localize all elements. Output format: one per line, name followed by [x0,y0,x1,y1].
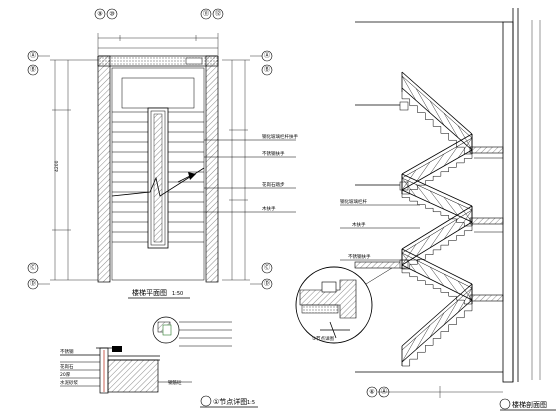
detail1-scale: 1:5 [247,400,255,406]
drawing-line [401,205,473,250]
drawing-line [401,71,473,135]
grid-bubble-top-4: ⑫ [215,10,221,18]
drawing-line [415,235,431,257]
drawing-line [415,184,431,203]
drawing-line [443,197,459,216]
drawing-line [429,266,445,287]
section-note-2: 木扶手 [352,221,366,228]
drawing-line [401,137,473,179]
drawing-line [401,299,473,363]
drawing-line [443,218,459,240]
plan-title: 楼梯平面图 [132,288,167,297]
drawing-line [401,283,473,347]
drawing-line [457,209,473,231]
stair-section: 钢化玻璃栏杆 木扶手 不锈钢扶手 ⑥ Ⓐ 楼梯剖面图 [340,8,556,411]
plan-walls [97,55,219,283]
grid-bubble-right-3: Ⓒ [264,264,270,272]
drawing-line [415,161,431,183]
detail1-note-4: 水泥砂浆 [60,379,78,386]
drawing-line [401,244,417,266]
detail1-note-1: 不锈钢 [60,348,74,355]
drawing-line [401,248,473,285]
node-detail-2: ②节点详图 [295,266,393,344]
grid-bubble-right-4: Ⓓ [264,280,270,288]
plan-note-3: 花岗石踏步 [262,181,285,188]
section-stair-flights [401,71,473,367]
plan-grid-bubbles: ⑨ ⑩ ⑪ ⑫ Ⓐ Ⓑ Ⓒ Ⓓ Ⓐ Ⓑ Ⓒ Ⓓ [27,8,273,290]
drawing-line [401,75,417,101]
drawing-line [401,252,473,289]
grid-bubble-right-2: Ⓑ [264,66,270,74]
grid-bubble-right-1: Ⓐ [264,52,270,60]
drawing-line [443,145,459,167]
drawing-line [443,273,459,294]
section-grid-bubble-1: ⑥ [369,389,374,396]
section-annotations: 钢化玻璃栏杆 木扶手 不锈钢扶手 [340,157,503,261]
grid-bubble-left-4: Ⓓ [30,280,36,288]
plan-annotations: 钢化玻璃栏杆扶手 不锈钢扶手 花岗石踏步 木扶手 [204,133,298,213]
drawing-line [443,113,459,138]
drawing-line [401,252,417,273]
detail1-note-3: 20厚 [60,372,71,378]
drawing-line [401,149,473,191]
drawing-line [401,209,473,254]
drawing-line [443,300,459,325]
plan-note-1: 钢化玻璃栏杆扶手 [262,133,298,140]
drawing-line [401,189,473,223]
plan-note-4: 木扶手 [262,205,276,212]
grid-bubble-left-3: Ⓒ [30,264,36,272]
drawing-line [401,287,473,351]
drawing-line [415,325,431,350]
plan-dimensions: 4200 [50,33,250,281]
drawing-line [401,87,473,151]
drawing-line [401,177,473,211]
drawing-line [401,169,417,191]
detail1-note-2: 花岗石 [60,363,74,370]
drawing-line [415,88,431,113]
drawing-line [401,177,417,197]
drawing-line [401,337,417,363]
grid-bubble-top-3: ⑪ [203,10,209,18]
section-title: 楼梯剖面图 [512,400,547,409]
stair-plan: 4200 ⑨ ⑩ ⑪ ⑫ Ⓐ Ⓑ Ⓒ Ⓓ Ⓐ Ⓑ Ⓒ Ⓓ [27,8,298,299]
plan-scale: 1:50 [172,291,183,297]
grid-bubble-left-1: Ⓐ [30,52,36,60]
drawing-line [401,173,473,207]
section-note-3: 不锈钢扶手 [348,253,371,260]
node-detail-1: 不锈钢 花岗石 20厚 水泥砂浆 钢筋砼 ①节点详图 1:5 [60,316,258,408]
plan-title-block: 楼梯平面图 1:50 [128,288,190,299]
grid-bubble-top-1: ⑨ [97,11,102,18]
section-note-1: 钢化玻璃栏杆 [340,198,367,205]
detail1-title: ①节点详图 [213,397,247,406]
drawing-line [429,100,445,126]
drawing-line [457,137,473,159]
drawing-line [429,190,445,210]
plan-note-2: 不锈钢扶手 [262,150,285,157]
drawing-line [429,227,445,248]
drawing-line [429,153,445,175]
drawing-line [457,203,473,223]
detail2-title: ②节点详图 [312,335,335,342]
grid-bubble-top-2: ⑩ [109,11,114,18]
grid-bubble-left-2: Ⓑ [30,66,36,74]
drawing-line [401,133,473,175]
section-grid-bubble-2: Ⓐ [381,388,387,396]
plan-total-dimension: 4200 [54,160,60,172]
plan-stairs [111,67,205,281]
section-floor-slabs [354,21,504,373]
drawing-line [429,312,445,338]
detail1-note-5: 钢筋砼 [168,379,182,386]
drawing-line [401,221,473,266]
drawing-line [415,259,431,280]
drawing-line [457,287,473,313]
drawing-line [401,75,473,139]
